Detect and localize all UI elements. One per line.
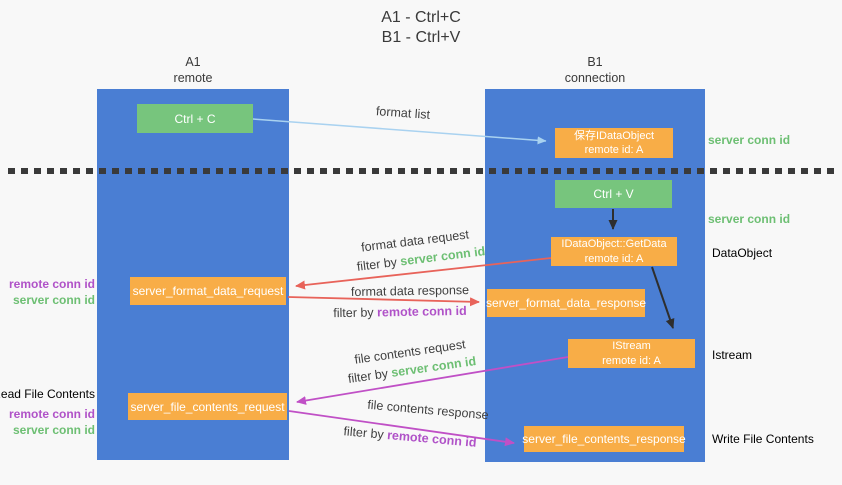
title-line-1: A1 - Ctrl+C (381, 9, 461, 26)
node-server-file-contents-request: server_file_contents_request (128, 393, 287, 420)
left-file-server-conn-id: server conn id (12, 423, 95, 438)
node-ctrl-v-label: Ctrl + V (593, 187, 634, 201)
node-idataobject-getdata: IDataObject::GetData remote id: A (551, 237, 677, 266)
node-ctrl-c-label: Ctrl + C (174, 111, 216, 126)
left-file-conn-ids: remote conn id server conn id (9, 406, 95, 438)
lifeline-a1-name: A1 (185, 55, 201, 69)
label-file-contents-response: file contents response (366, 397, 490, 423)
left-read-file-contents: Read File Contents (0, 387, 95, 401)
lifeline-b1-name: B1 (587, 55, 603, 69)
label-file-response-filter: filter by remote conn id (343, 424, 477, 450)
node-istream: IStream remote id: A (568, 339, 695, 368)
left-format-server-conn-id: server conn id (12, 293, 95, 308)
boundary-dashed-line (8, 168, 836, 174)
node-istream-line2: remote id: A (602, 354, 661, 367)
node-ctrl-c: Ctrl + C (137, 104, 253, 133)
filter-by-text: filter by (356, 254, 402, 274)
node-getdata-line2: remote id: A (584, 252, 644, 265)
node-ctrl-v: Ctrl + V (555, 180, 672, 208)
label-format-response-filter: filter by remote conn id (333, 304, 467, 320)
lifeline-b1-role: connection (564, 71, 626, 86)
node-format-request-label: server_format_data_request (132, 284, 284, 298)
right-dataobject-label: DataObject (712, 246, 773, 260)
remote-conn-id-text: remote conn id (386, 428, 478, 450)
node-save-idataobject-line1: 保存IDataObject (573, 129, 655, 142)
node-getdata-line1: IDataObject::GetData (561, 238, 667, 251)
remote-conn-id-text: remote conn id (376, 303, 467, 320)
node-save-idataobject: 保存IDataObject remote id: A (555, 128, 673, 158)
node-server-format-data-request: server_format_data_request (130, 277, 286, 305)
left-format-conn-ids: remote conn id server conn id (9, 276, 95, 308)
node-server-format-data-response: server_format_data_response (485, 289, 647, 317)
right-server-conn-id-mid: server conn id (708, 212, 791, 226)
lifeline-header-b1: B1 connection (485, 54, 705, 87)
right-write-file-contents: Write File Contents (712, 432, 814, 446)
label-format-list: format list (375, 104, 431, 122)
left-format-remote-conn-id: remote conn id (8, 277, 95, 291)
diagram-title: A1 - Ctrl+C B1 - Ctrl+V (0, 8, 842, 49)
node-istream-line1: IStream (612, 340, 651, 353)
node-file-request-label: server_file_contents_request (130, 399, 285, 414)
filter-by-text: filter by (333, 305, 378, 321)
node-server-file-contents-response: server_file_contents_response (522, 426, 686, 452)
lifeline-a1-role: remote (173, 71, 213, 86)
filter-by-text: filter by (342, 424, 388, 442)
node-format-response-label: server_format_data_response (485, 296, 647, 310)
lifeline-header-a1: A1 remote (97, 54, 289, 87)
title-line-2: B1 - Ctrl+V (381, 29, 461, 47)
left-file-remote-conn-id: remote conn id (8, 407, 95, 421)
right-istream-label: Istream (712, 348, 753, 362)
label-format-data-response: format data response (350, 282, 470, 300)
right-server-conn-id-top: server conn id (708, 133, 791, 147)
node-save-idataobject-line2: remote id: A (584, 144, 644, 156)
filter-by-text: filter by (347, 365, 393, 386)
node-file-response-label: server_file_contents_response (522, 432, 686, 446)
